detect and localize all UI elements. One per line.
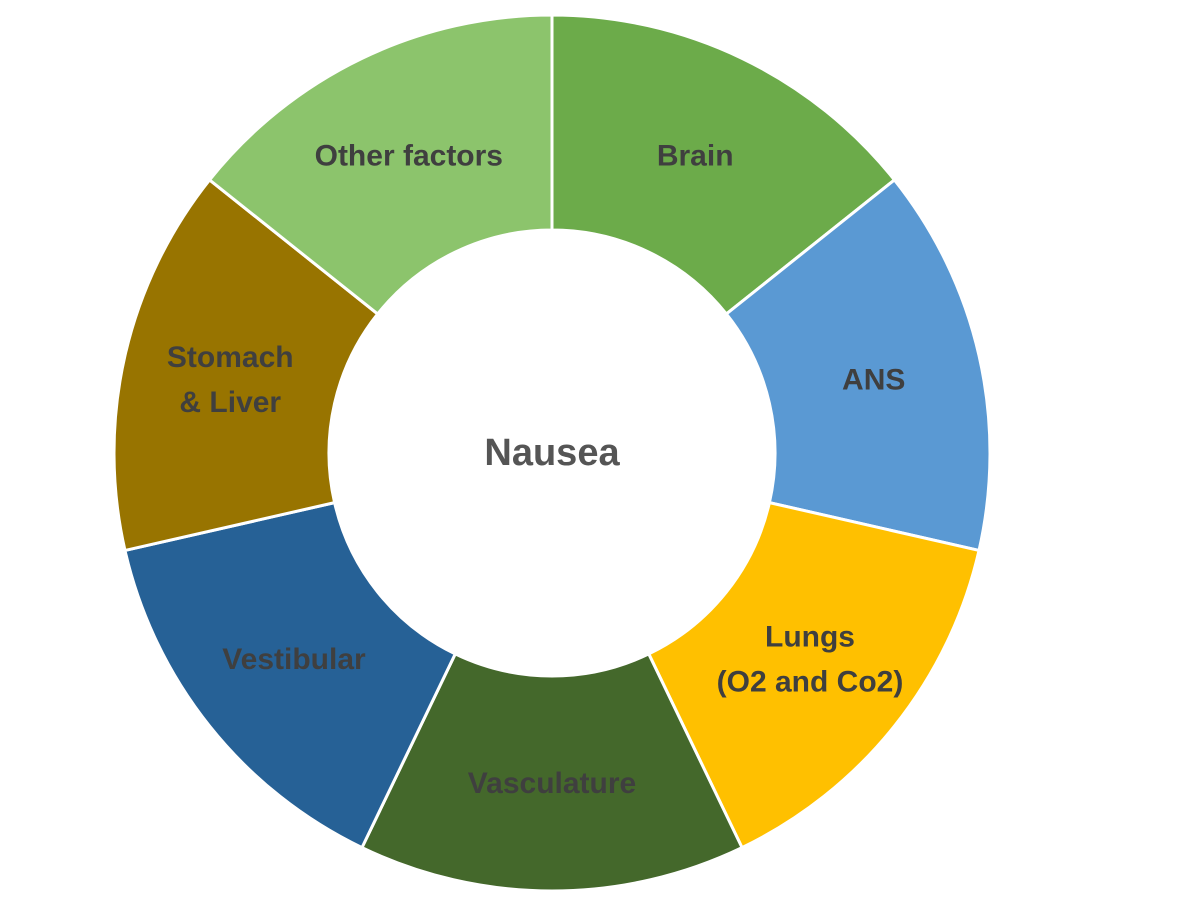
segment-label-ans: ANS xyxy=(842,363,905,396)
segment-label-brain: Brain xyxy=(657,139,734,172)
segment-label-other-factors: Other factors xyxy=(315,139,503,172)
segment-label-vasculature: Vasculature xyxy=(468,767,636,800)
donut-segment-other-factors xyxy=(207,13,554,317)
segment-label-lungs-o2-and-co2: Lungs(O2 and Co2) xyxy=(717,620,904,698)
chart-center-label: Nausea xyxy=(484,432,620,474)
donut-segment-vestibular xyxy=(123,500,458,850)
donut-segment-ans xyxy=(724,177,992,553)
segment-label-vestibular: Vestibular xyxy=(222,642,366,675)
donut-segments xyxy=(112,13,992,893)
donut-segment-stomach-liver xyxy=(112,177,380,553)
donut-segment-brain xyxy=(550,13,897,317)
donut-segment-lungs-o2-and-co2 xyxy=(646,500,981,850)
donut-segment-vasculature xyxy=(359,651,745,893)
segment-label-stomach-liver: Stomach& Liver xyxy=(167,341,294,419)
